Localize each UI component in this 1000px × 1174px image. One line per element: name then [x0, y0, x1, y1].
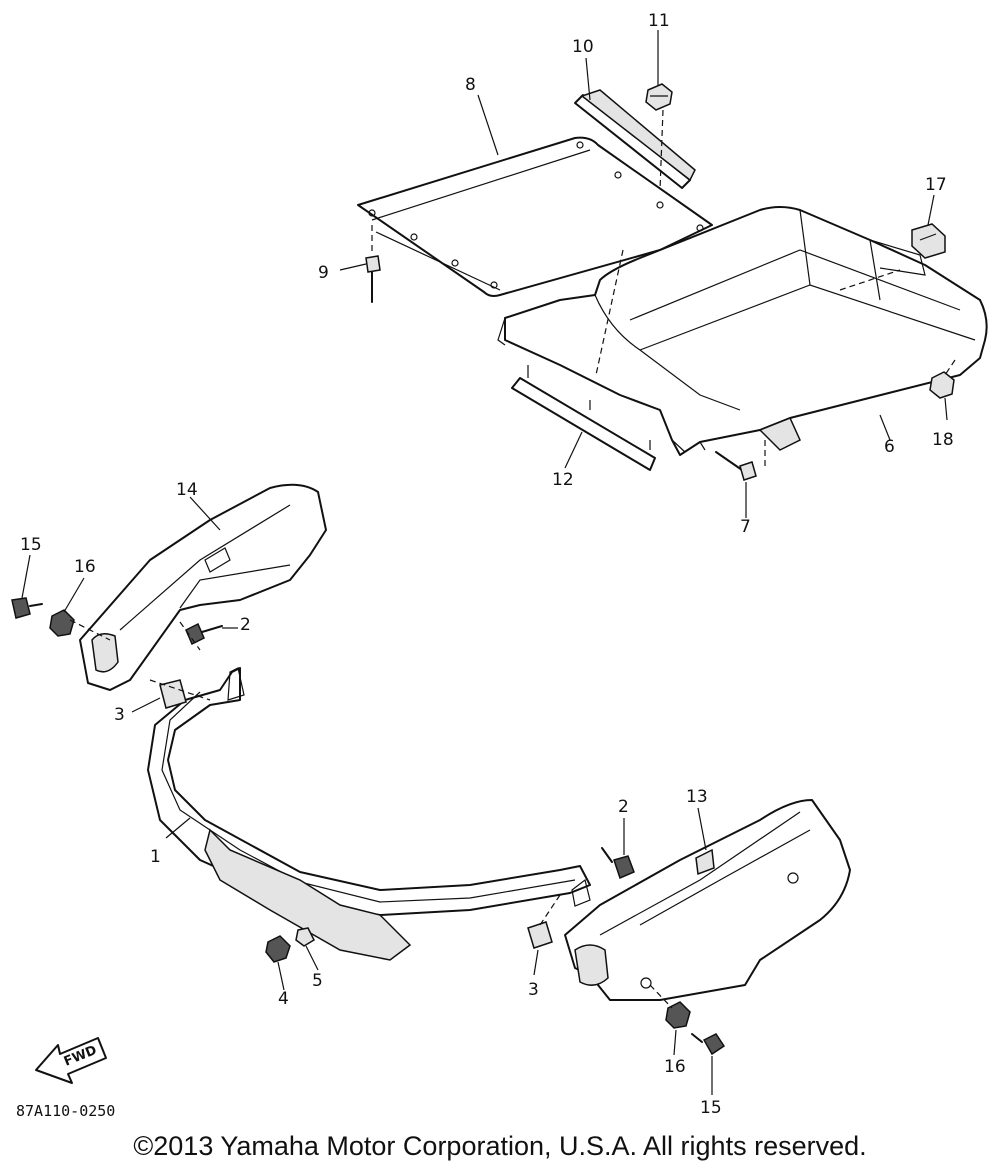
part-2-bolt-right: [601, 847, 635, 880]
callout-10: 10: [572, 37, 594, 57]
callout-12: 12: [552, 470, 574, 490]
part-11-nut: [645, 83, 673, 111]
callout-17: 17: [925, 175, 947, 195]
leader-lines: [21, 30, 948, 1095]
callout-1: 1: [150, 847, 161, 867]
part-6-cover: [497, 206, 988, 456]
callout-5: 5: [312, 971, 323, 991]
part-5-washer: [295, 927, 315, 947]
callout-11: 11: [648, 11, 670, 31]
part-3-clip-left: [159, 679, 187, 709]
diagram-code: 87A110-0250: [16, 1102, 115, 1120]
fwd-arrow-icon: FWD: [35, 1037, 107, 1084]
part-18-nut: [929, 371, 955, 399]
copyright-notice: ©2013 Yamaha Motor Corporation, U.S.A. A…: [133, 1131, 866, 1161]
callout-3-left: 3: [114, 705, 125, 725]
callout-18: 18: [932, 430, 954, 450]
callout-4: 4: [278, 989, 289, 1009]
part-7-screw: [715, 451, 757, 481]
callout-16-left: 16: [74, 557, 96, 577]
callout-3-right: 3: [528, 980, 539, 1000]
part-17-clip: [911, 223, 946, 259]
assembly-lines: [69, 109, 956, 1009]
part-12-strip: [511, 365, 656, 471]
callout-15-left: 15: [20, 535, 42, 555]
callout-2-right: 2: [618, 797, 629, 817]
callout-15-right: 15: [700, 1098, 722, 1118]
part-16-nut-left: [49, 609, 75, 637]
part-1-bar: [147, 667, 591, 961]
part-15-bolt-left: [11, 597, 43, 619]
part-2-bolt-left: [185, 622, 223, 646]
part-9-screw: [365, 255, 381, 303]
part-14-side-cover: [79, 483, 327, 691]
callout-9: 9: [318, 263, 329, 283]
part-16-nut-right: [665, 1001, 691, 1029]
callout-2-left: 2: [240, 615, 251, 635]
part-13-side-cover: [564, 799, 851, 1001]
part-8-plate: [357, 136, 713, 297]
callout-16-right: 16: [664, 1057, 686, 1077]
callout-6: 6: [884, 437, 895, 457]
part-15-bolt-right: [691, 1033, 726, 1056]
callouts: 8 10 11 17 9 12 6 18 7 14 15 16 2 3 1 2 …: [20, 11, 954, 1118]
part-3-clip-right: [527, 921, 553, 949]
part-4-nut: [265, 935, 291, 963]
callout-8: 8: [465, 75, 476, 95]
callout-14: 14: [176, 480, 198, 500]
callout-7: 7: [740, 517, 751, 537]
callout-13: 13: [686, 787, 708, 807]
